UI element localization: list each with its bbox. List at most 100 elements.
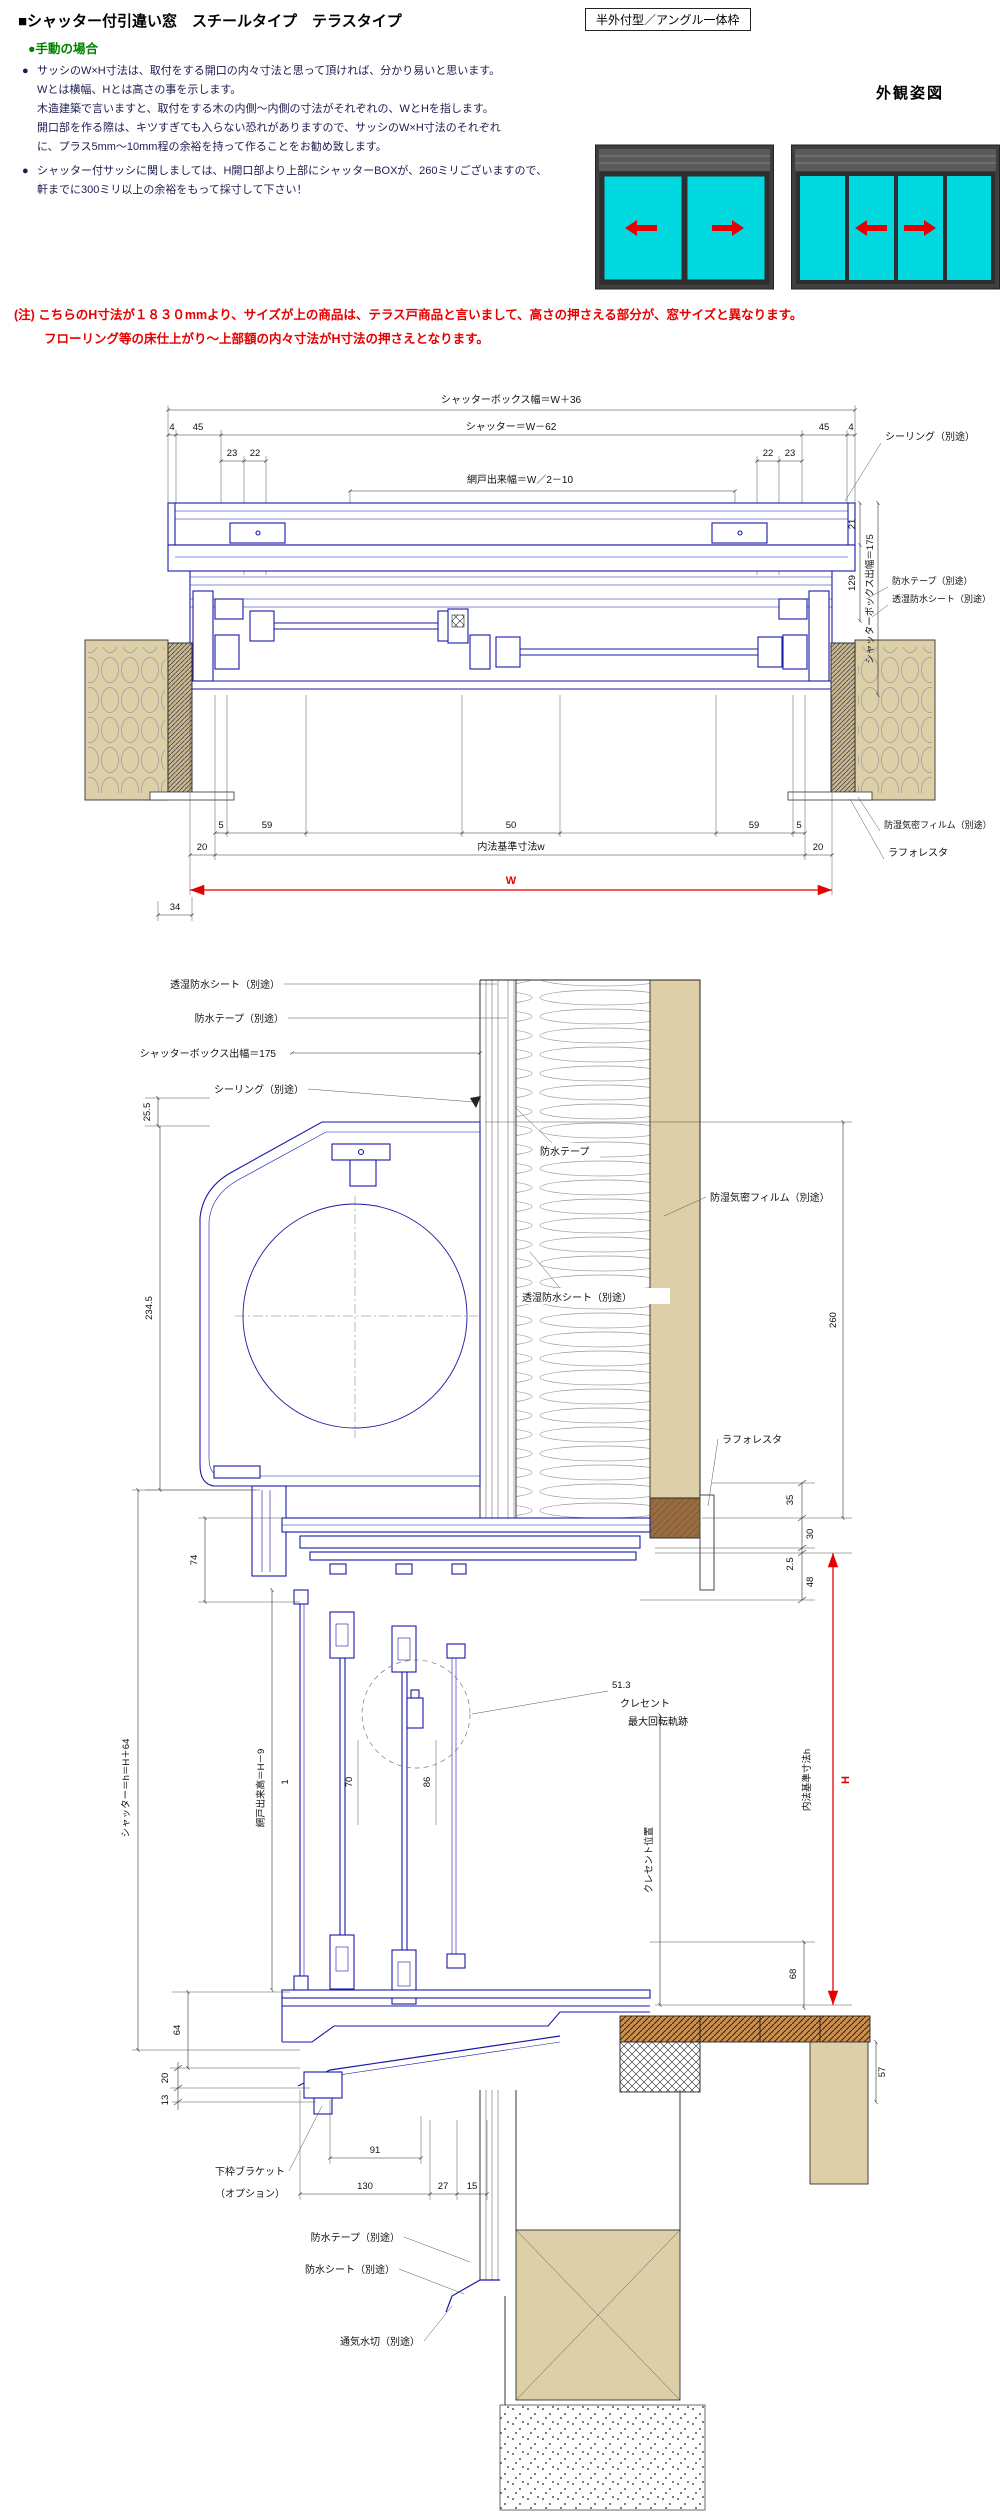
dim-4-right: 4 xyxy=(848,422,853,433)
shutter-box-plan xyxy=(167,502,856,572)
dim-234-5: 234.5 xyxy=(144,1296,155,1320)
label-bracket: 下枠ブラケット xyxy=(215,2165,285,2178)
elevation-2panel xyxy=(595,144,774,290)
dim-5-right: 5 xyxy=(796,820,801,831)
note-text: シャッター付サッシに関しましては、H開口部より上部にシャッターBOXが、260ミ… xyxy=(37,165,548,177)
plan-dimensions-bottom: 5 59 50 59 5 20 内法基準寸法w 20 W 34 xyxy=(156,695,834,921)
slide-arrow-icon xyxy=(904,220,936,236)
vertical-section-drawing: 透湿防水シート（別途） 防水テープ（別途） シャッターボックス出幅＝175 シー… xyxy=(121,978,888,2511)
dim-27: 27 xyxy=(438,2181,449,2192)
note-text: 木造建築で言いますと、取付をする木の内側～内側の寸法がそれぞれの、WとHを指しま… xyxy=(37,103,494,115)
label-breathable-sheet: 透湿防水シート（別途） xyxy=(522,1291,632,1304)
sill-section xyxy=(281,1989,651,2115)
dim-shutter-box-width: シャッターボックス幅＝W＋36 xyxy=(441,393,582,406)
dim-64: 64 xyxy=(172,2025,183,2036)
dim-70: 70 xyxy=(344,1777,355,1788)
dim-15: 15 xyxy=(467,2181,478,2192)
sash-sections xyxy=(293,1589,471,2005)
wall-left-plan xyxy=(84,639,235,801)
label-tape-wall: 防水テープ xyxy=(540,1145,589,1158)
label-sealing: シーリング（別途） xyxy=(885,430,975,443)
label-crescent: クレセント xyxy=(620,1698,670,1710)
dim-57: 57 xyxy=(877,2067,888,2078)
label-tape-top: 防水テープ（別途） xyxy=(195,1012,284,1025)
note-line: ● サッシのW×H寸法は、取付をする開口の内々寸法と思って頂ければ、分かり易いと… xyxy=(22,62,582,81)
label-drip: 通気水切（別途） xyxy=(340,2335,420,2348)
dim-86: 86 xyxy=(422,1777,433,1788)
dim-box-depth: シャッターボックス出幅＝175 xyxy=(864,534,876,664)
frame-type-badge: 半外付型／アングル一体枠 xyxy=(585,8,751,31)
dim-shutter-width: シャッター＝W－62 xyxy=(466,421,557,433)
label-bracket-option: （オプション） xyxy=(215,2188,285,2200)
dim-68: 68 xyxy=(788,1969,799,1980)
foundation-section xyxy=(445,2090,706,2511)
plan-right-annotations: 21 129 シャッターボックス出幅＝175 シーリング（別途） 防水テープ（別… xyxy=(844,430,992,860)
description-notes: ● サッシのW×H寸法は、取付をする開口の内々寸法と思って頂ければ、分かり易いと… xyxy=(22,62,582,200)
label-inner-width: 内法基準寸法w xyxy=(477,840,545,853)
elevation-4panel xyxy=(791,144,1000,290)
label-vapor-film: 防湿気密フィルム（別途） xyxy=(884,819,992,830)
label-breathable-sheet: 透湿防水シート（別途） xyxy=(892,593,991,604)
bullet-icon: ● xyxy=(22,165,29,177)
dim-59-left: 59 xyxy=(262,820,273,831)
bullet-icon: ● xyxy=(22,65,29,77)
label-sheet-top: 透湿防水シート（別途） xyxy=(170,978,280,991)
note-text: Wとは横幅、Hとは高さの事を示します。 xyxy=(37,84,242,96)
note-line: 開口部を作る際は、キツすぎても入らない恐れがありますので、サッシのW×H寸法のそ… xyxy=(22,119,582,138)
label-laforesta: ラフォレスタ xyxy=(722,1434,782,1446)
dim-25-5: 25.5 xyxy=(142,1103,153,1122)
mode-label: ●手動の場合 xyxy=(28,42,99,56)
section-annotations: 透湿防水シート（別途） 防水テープ（別途） シャッターボックス出幅＝175 シー… xyxy=(121,978,888,2348)
label-vapor-film: 防湿気密フィルム（別途） xyxy=(710,1191,830,1204)
label-screen-height: 網戸出来高＝H－9 xyxy=(255,1749,267,1828)
note-text: サッシのW×H寸法は、取付をする開口の内々寸法と思って頂ければ、分かり易いと思い… xyxy=(37,65,501,77)
label-sealing: シーリング（別途） xyxy=(214,1083,304,1096)
dim-130: 130 xyxy=(357,2181,373,2192)
label-sheet-bottom: 防水シート（別途） xyxy=(305,2263,395,2276)
note-text: に、プラス5mm～10mm程の余裕を持って作ることをお勧め致します。 xyxy=(37,141,387,153)
label-crescent-arc: 最大回転軌跡 xyxy=(628,1715,688,1728)
dim-screen-width: 網戸出来幅＝W／2－10 xyxy=(467,473,574,486)
dim-59-right: 59 xyxy=(749,820,760,831)
dim-23-right: 23 xyxy=(785,448,796,459)
dim-74: 74 xyxy=(189,1555,200,1566)
dim-20-right: 20 xyxy=(813,842,824,853)
floor-interior xyxy=(619,2015,871,2185)
note-text: 開口部を作る際は、キツすぎても入らない恐れがありますので、サッシのW×H寸法のそ… xyxy=(37,122,501,134)
dim-2-5: 2.5 xyxy=(785,1557,796,1570)
dim-20-left: 20 xyxy=(197,842,208,853)
dim-50: 50 xyxy=(506,820,517,831)
label-waterproof-tape: 防水テープ（別途） xyxy=(892,575,972,586)
slide-arrow-icon xyxy=(625,220,657,236)
warning-line: フローリング等の床仕上がり～上部額の内々寸法がH寸法の押さえとなります。 xyxy=(44,332,489,346)
dim-22-left: 22 xyxy=(250,448,261,459)
dim-4-left: 4 xyxy=(169,422,174,433)
page-title: ■シャッター付引違い窓 スチールタイプ テラスタイプ xyxy=(18,13,402,30)
plan-dimensions-top: シャッターボックス幅＝W＋36 4 45 シャッター＝W－62 45 4 23 … xyxy=(166,393,857,575)
slide-arrow-icon xyxy=(712,220,744,236)
shutter-box-section xyxy=(199,1121,481,1577)
wall-right-plan xyxy=(787,639,936,801)
dim-45-right: 45 xyxy=(819,422,830,433)
window-head-section xyxy=(281,1517,651,1575)
note-line: ● シャッター付サッシに関しましては、H開口部より上部にシャッターBOXが、26… xyxy=(22,162,582,181)
dim-20: 20 xyxy=(160,2073,171,2084)
elevation-diagrams xyxy=(595,144,1000,290)
label-laforesta: ラフォレスタ xyxy=(888,847,948,859)
dim-48: 48 xyxy=(805,1577,816,1588)
note-line: に、プラス5mm～10mm程の余裕を持って作ることをお勧め致します。 xyxy=(22,138,582,157)
dim-13: 13 xyxy=(160,2095,171,2106)
dim-91: 91 xyxy=(370,2145,381,2156)
note-line: 木造建築で言いますと、取付をする木の内側～内側の寸法がそれぞれの、WとHを指しま… xyxy=(22,100,582,119)
slide-arrow-icon xyxy=(855,220,887,236)
dim-5-left: 5 xyxy=(218,820,223,831)
dim-box-depth: シャッターボックス出幅＝175 xyxy=(140,1047,277,1060)
dim-260: 260 xyxy=(828,1312,839,1328)
dim-34: 34 xyxy=(170,902,181,913)
label-shutter-height: シャッター＝h＝H＋64 xyxy=(121,1739,132,1838)
dim-51-3: 51.3 xyxy=(612,1680,631,1691)
label-tape-bottom: 防水テープ（別途） xyxy=(311,2231,400,2244)
note-line: Wとは横幅、Hとは高さの事を示します。 xyxy=(22,81,582,100)
dim-21: 21 xyxy=(847,519,858,530)
note-text: 軒までに300ミリ以上の余裕をもって採寸して下さい！ xyxy=(37,184,308,196)
